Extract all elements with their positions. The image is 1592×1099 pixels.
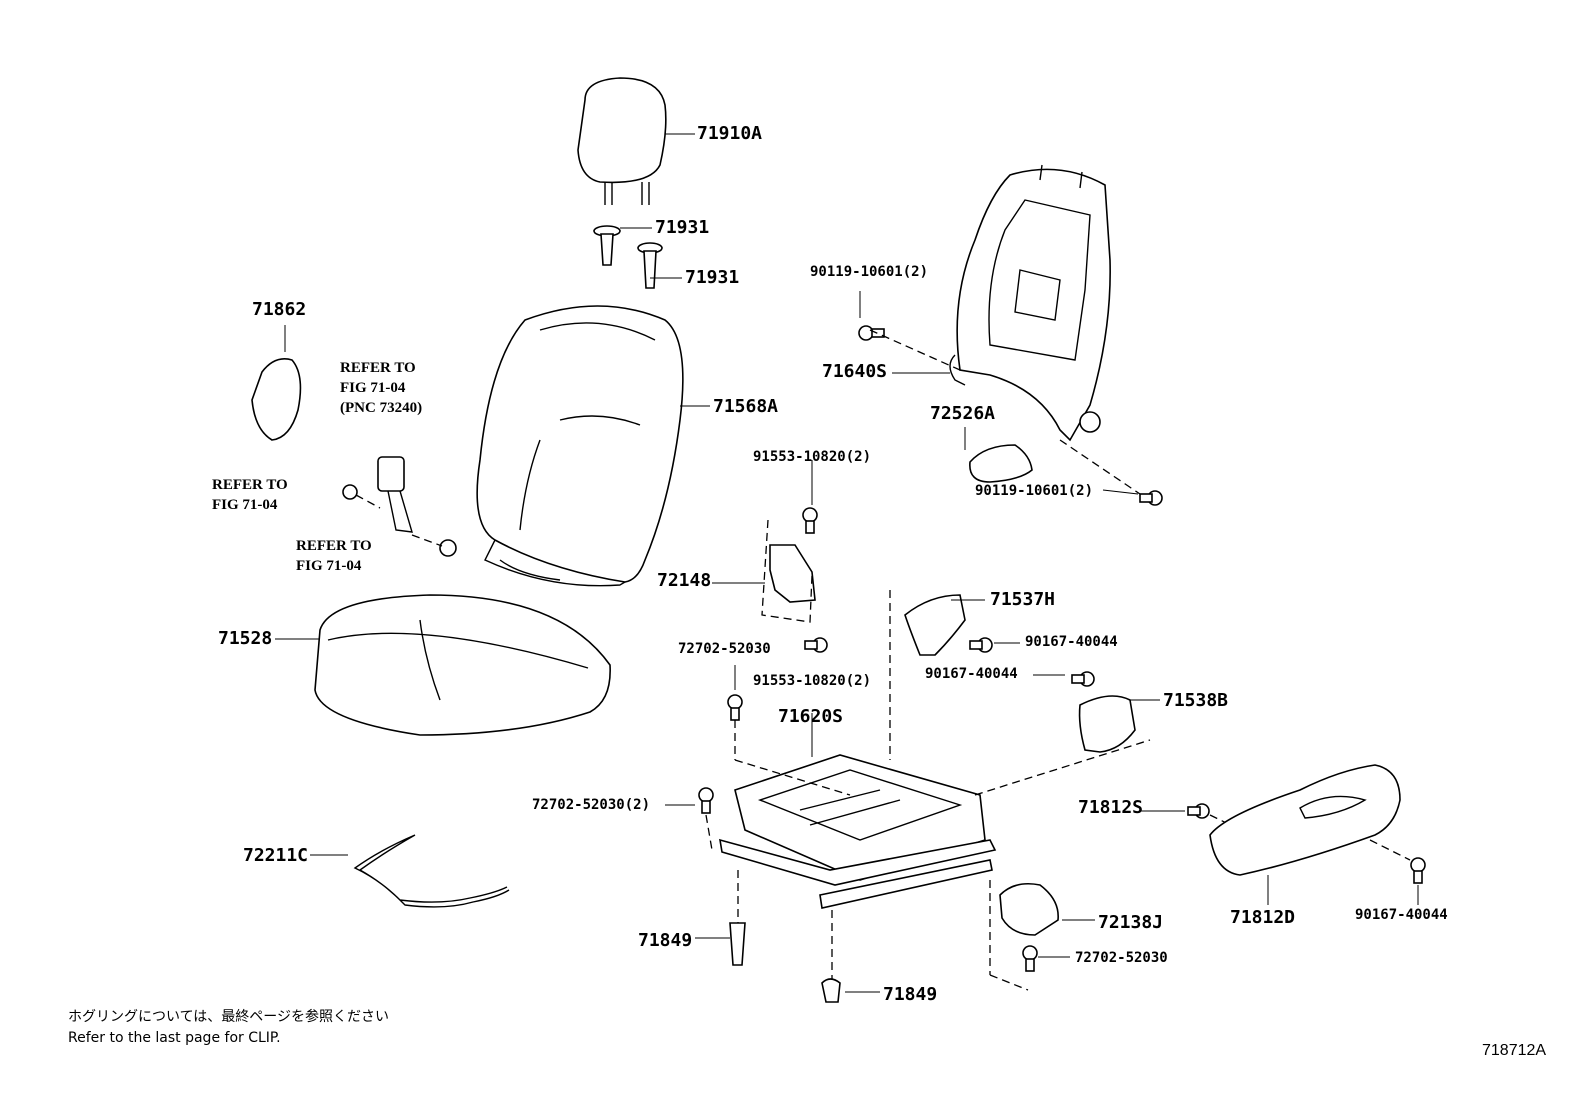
shield-bracket-lower-part[interactable] [1078,695,1136,753]
label-71568a[interactable]: 71568A [713,396,779,417]
seat-cushion-cover-part[interactable] [314,594,611,736]
clip-note-english: Refer to the last page for CLIP. [68,1030,281,1046]
seatback-frame-part[interactable] [949,164,1111,442]
refer-note-3-line-1: REFER TO [296,538,372,554]
refer-note-2-line-1: REFER TO [212,477,288,493]
label-72702-52030-b[interactable]: 72702-52030(2) [532,797,651,813]
refer-note-3: REFER TO FIG 71-04 [296,536,372,576]
label-91553-10820-lower[interactable]: 91553-10820(2) [753,673,872,689]
label-71528[interactable]: 71528 [218,628,273,649]
label-71931-lower[interactable]: 71931 [685,267,740,288]
label-90167-40044-a[interactable]: 90167-40044 [1025,634,1118,650]
armrest-part[interactable] [1209,764,1401,876]
shield-bracket-upper-part[interactable] [904,594,966,656]
refer-note-1: REFER TO FIG 71-04 (PNC 73240) [340,358,422,418]
label-90119-10601-lower[interactable]: 90119-10601(2) [975,483,1094,499]
refer-note-1-line-3: (PNC 73240) [340,400,423,416]
label-72211c[interactable]: 72211C [243,845,309,866]
label-71640s[interactable]: 71640S [822,361,888,382]
label-71812d[interactable]: 71812D [1230,907,1296,928]
refer-note-2-line-2: FIG 71-04 [212,497,278,513]
label-72138j[interactable]: 72138J [1098,912,1164,933]
label-90119-10601-upper[interactable]: 90119-10601(2) [810,264,929,280]
label-71862[interactable]: 71862 [252,299,307,320]
seat-belt-buckle-part[interactable] [342,456,457,557]
label-71620s[interactable]: 71620S [778,706,844,727]
label-71931-upper[interactable]: 71931 [655,217,710,238]
seat-frame-part[interactable] [719,754,997,909]
refer-note-3-line-2: FIG 71-04 [296,558,362,574]
clip-note-japanese: ホグリングについては、最終ページを参照ください [68,1009,390,1025]
label-71849-bottom[interactable]: 71849 [883,984,938,1005]
label-71812s[interactable]: 71812S [1078,797,1144,818]
refer-note-2: REFER TO FIG 71-04 [212,475,288,515]
wire-part[interactable] [353,834,510,908]
label-72702-52030-c[interactable]: 72702-52030 [1075,950,1168,966]
seat-back-cover-part[interactable] [476,305,684,587]
stopper-part[interactable] [729,922,746,966]
label-90167-40044-b[interactable]: 90167-40044 [925,666,1018,682]
refer-note-1-line-1: REFER TO [340,360,416,376]
label-71910a[interactable]: 71910A [697,123,763,144]
label-71538b[interactable]: 71538B [1163,690,1229,711]
side-cover-part[interactable] [999,882,1059,936]
cover-part[interactable] [251,358,302,441]
label-72148[interactable]: 72148 [657,570,712,591]
bolt-part[interactable] [698,325,1426,972]
bracket-part[interactable] [769,544,816,603]
illustration-code: 718712A [1482,1042,1547,1059]
label-71849-left[interactable]: 71849 [638,930,693,951]
label-90167-40044-c[interactable]: 90167-40044 [1355,907,1448,923]
label-72702-52030-a[interactable]: 72702-52030 [678,641,771,657]
refer-note-1-line-2: FIG 71-04 [340,380,406,396]
label-72526a[interactable]: 72526A [930,403,996,424]
leader-lines [275,133,1419,993]
label-91553-10820-upper[interactable]: 91553-10820(2) [753,449,872,465]
recliner-cover-part[interactable] [969,444,1033,483]
headrest-guide-part[interactable] [593,225,663,289]
stopper-part-lower[interactable] [821,978,841,1003]
label-71537h[interactable]: 71537H [990,589,1056,610]
headrest-part[interactable] [577,77,667,205]
